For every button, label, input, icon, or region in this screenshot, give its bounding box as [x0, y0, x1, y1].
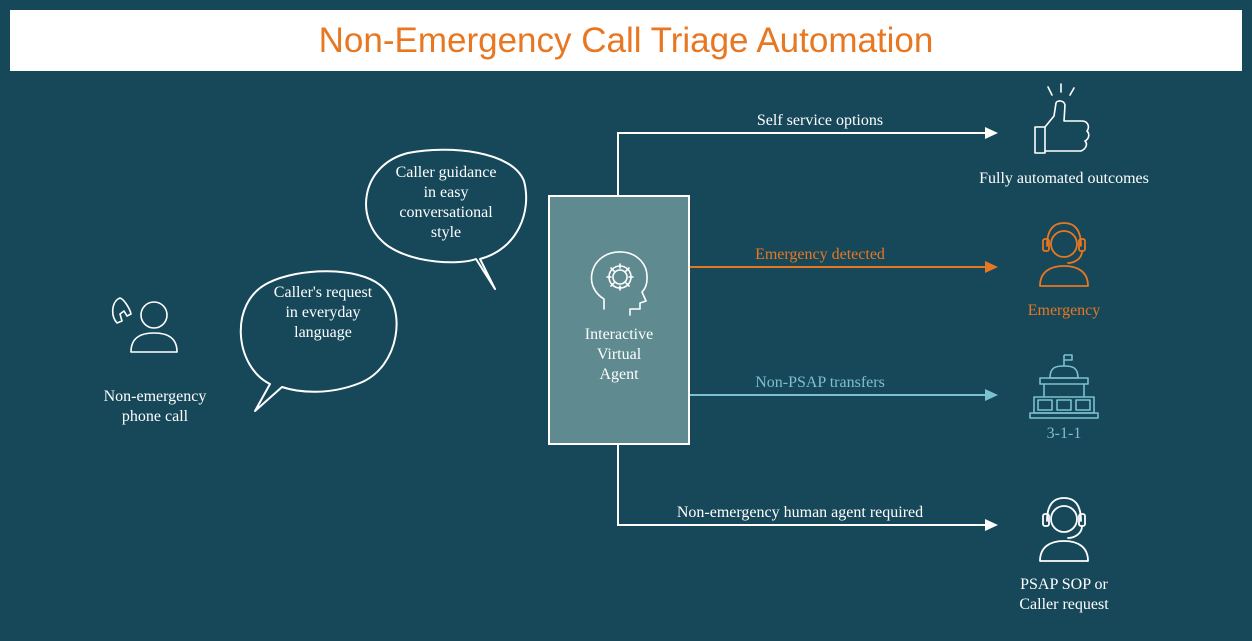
- caller-label-line: Non-emergency: [103, 388, 207, 405]
- request-bubble-line: in everyday: [285, 304, 361, 321]
- diagram-area: Non-emergency phone call Caller's reques…: [10, 71, 1242, 641]
- page-title: Non-Emergency Call Triage Automation: [318, 21, 934, 60]
- route-self-service-label: Self service options: [756, 112, 884, 129]
- outcome-psap-line: PSAP SOP or: [1020, 576, 1108, 593]
- outcome-311-label: 3-1-1: [1046, 425, 1082, 442]
- request-bubble-text: Caller's request in everyday language: [256, 283, 390, 343]
- ai-brain-gear-icon: [590, 251, 648, 316]
- route-non-psap-label: Non-PSAP transfers: [755, 374, 885, 391]
- guidance-bubble-line: style: [430, 224, 462, 241]
- route-emergency-arrow: [690, 261, 998, 273]
- guidance-bubble-line: in easy: [423, 184, 469, 201]
- agent-label-line: Agent: [599, 366, 639, 383]
- outcome-automated-label: Fully automated outcomes: [979, 170, 1149, 187]
- caller-label: Non-emergency phone call: [90, 387, 220, 427]
- guidance-bubble: [365, 148, 528, 290]
- route-self-service-arrow: [617, 127, 998, 139]
- request-bubble: [239, 270, 398, 412]
- route-human-arrow: [617, 519, 998, 531]
- outcome-psap-line: Caller request: [1019, 596, 1109, 613]
- route-non-psap-arrow: [690, 389, 998, 401]
- agent-label: Interactive Virtual Agent: [550, 325, 688, 385]
- guidance-bubble-line: conversational: [399, 204, 493, 221]
- outcome-psap-label: PSAP SOP or Caller request: [974, 575, 1154, 615]
- flow-diagram: [111, 83, 1099, 562]
- route-human-label: Non-emergency human agent required: [676, 504, 924, 521]
- outcome-emergency-label: Emergency: [1027, 302, 1101, 319]
- guidance-bubble-line: Caller guidance: [395, 164, 497, 181]
- headset-agent-icon: [1039, 222, 1089, 287]
- request-bubble-line: Caller's request: [273, 284, 373, 301]
- virtual-agent-box: Interactive Virtual Agent: [548, 195, 690, 445]
- caller-label-line: phone call: [121, 408, 189, 425]
- government-building-icon: [1029, 354, 1099, 419]
- guidance-bubble-text: Caller guidance in easy conversational s…: [378, 163, 514, 243]
- agent-label-line: Virtual: [596, 346, 642, 363]
- phone-caller-icon: [111, 297, 178, 353]
- title-band: Non-Emergency Call Triage Automation: [10, 10, 1242, 71]
- agent-label-line: Interactive: [584, 326, 654, 343]
- route-emergency-label: Emergency detected: [755, 246, 885, 263]
- headset-agent-icon: [1039, 497, 1089, 562]
- thumbs-up-icon: [1034, 83, 1090, 154]
- request-bubble-line: language: [294, 324, 352, 341]
